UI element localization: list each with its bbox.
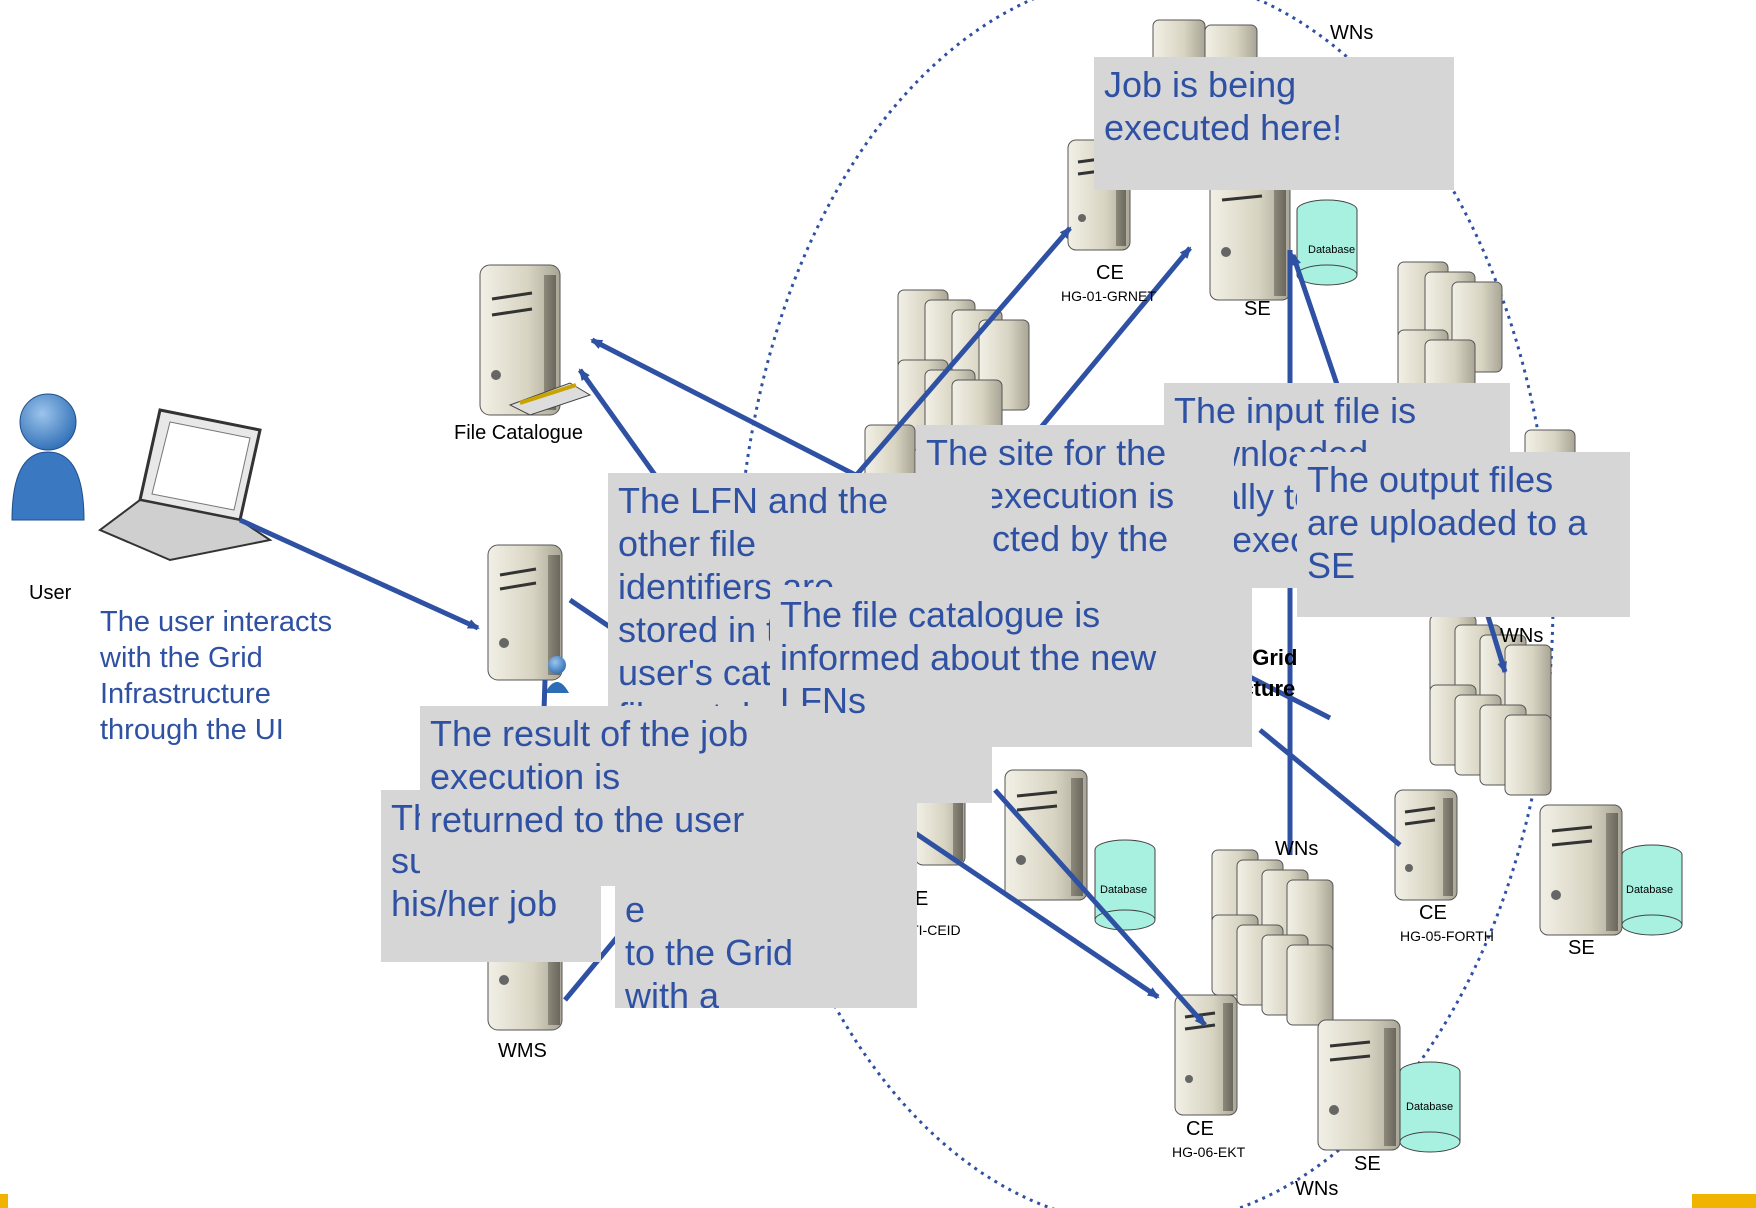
- se-ceid-database-icon: [1094, 839, 1156, 931]
- se-forth-database-icon: [1621, 844, 1683, 936]
- db-forth-label: Database: [1626, 884, 1674, 896]
- arrow-user-to-ui: [238, 517, 480, 631]
- se-ekt-server-icon: [1317, 1019, 1401, 1151]
- ce-grnet-sublabel: HG-01-GRNET: [1061, 288, 1156, 304]
- file-catalogue-label: File Catalogue: [454, 422, 583, 444]
- laptop-icon: [98, 408, 273, 562]
- db-grnet-label: Database: [1308, 244, 1356, 256]
- callout-output-files: The output files are uploaded to a SE: [1297, 452, 1630, 617]
- file-catalogue-server-icon: [479, 264, 592, 416]
- arrow-ce-forth-link: [1258, 728, 1402, 847]
- ce-forth-server-icon: [1394, 789, 1458, 901]
- wns-top-label: WNs: [1330, 22, 1374, 44]
- wms-server-icon: [487, 544, 563, 681]
- callout-result-returned: The result of the job execution is retur…: [420, 706, 812, 886]
- se-ekt-database-icon: [1399, 1061, 1461, 1153]
- user-interacts-text: The user interacts with the Grid Infrast…: [100, 606, 333, 746]
- se-forth-label: SE: [1568, 937, 1595, 959]
- callout-file-catalogue-informed: The file catalogue is informed about the…: [770, 587, 1252, 747]
- se-grnet-label: SE: [1244, 298, 1271, 320]
- wms-user-badge-icon: [545, 656, 569, 693]
- ce-ekt-label: CE: [1186, 1118, 1214, 1140]
- wns-mid-label: WNs: [1275, 838, 1319, 860]
- wns-right-label: WNs: [1500, 625, 1544, 647]
- ce-forth-sublabel: HG-05-FORTH: [1400, 928, 1494, 944]
- server-cluster-ekt-wn-icon: [1211, 849, 1334, 1026]
- accent-bottom-left: [0, 1194, 8, 1208]
- db-ekt-label: Database: [1406, 1101, 1454, 1113]
- wms-label: WMS: [498, 1040, 547, 1062]
- se-forth-server-icon: [1539, 804, 1623, 936]
- wns-bottom-label: WNs: [1295, 1178, 1339, 1200]
- ce-forth-label: CE: [1419, 902, 1447, 924]
- server-cluster-forth-wn-icon: [1429, 614, 1552, 796]
- ce-ekt-server-icon: [1174, 994, 1238, 1116]
- db-ceid-label: Database: [1100, 884, 1148, 896]
- ce-grnet-label: CE: [1096, 262, 1124, 284]
- user-label: User: [29, 582, 72, 604]
- callout-job-executed: Job is being executed here!: [1094, 57, 1454, 190]
- user-icon: [11, 393, 85, 521]
- se-ekt-label: SE: [1354, 1153, 1381, 1175]
- ce-ceid-e-label: E: [915, 888, 929, 910]
- se-grnet-database-icon: [1296, 199, 1358, 286]
- ce-ekt-sublabel: HG-06-EKT: [1172, 1144, 1246, 1160]
- se-grnet-server-icon: [1209, 159, 1291, 301]
- arrow-ceid-to-ekt: [993, 788, 1207, 1027]
- accent-bottom-right: [1692, 1194, 1756, 1208]
